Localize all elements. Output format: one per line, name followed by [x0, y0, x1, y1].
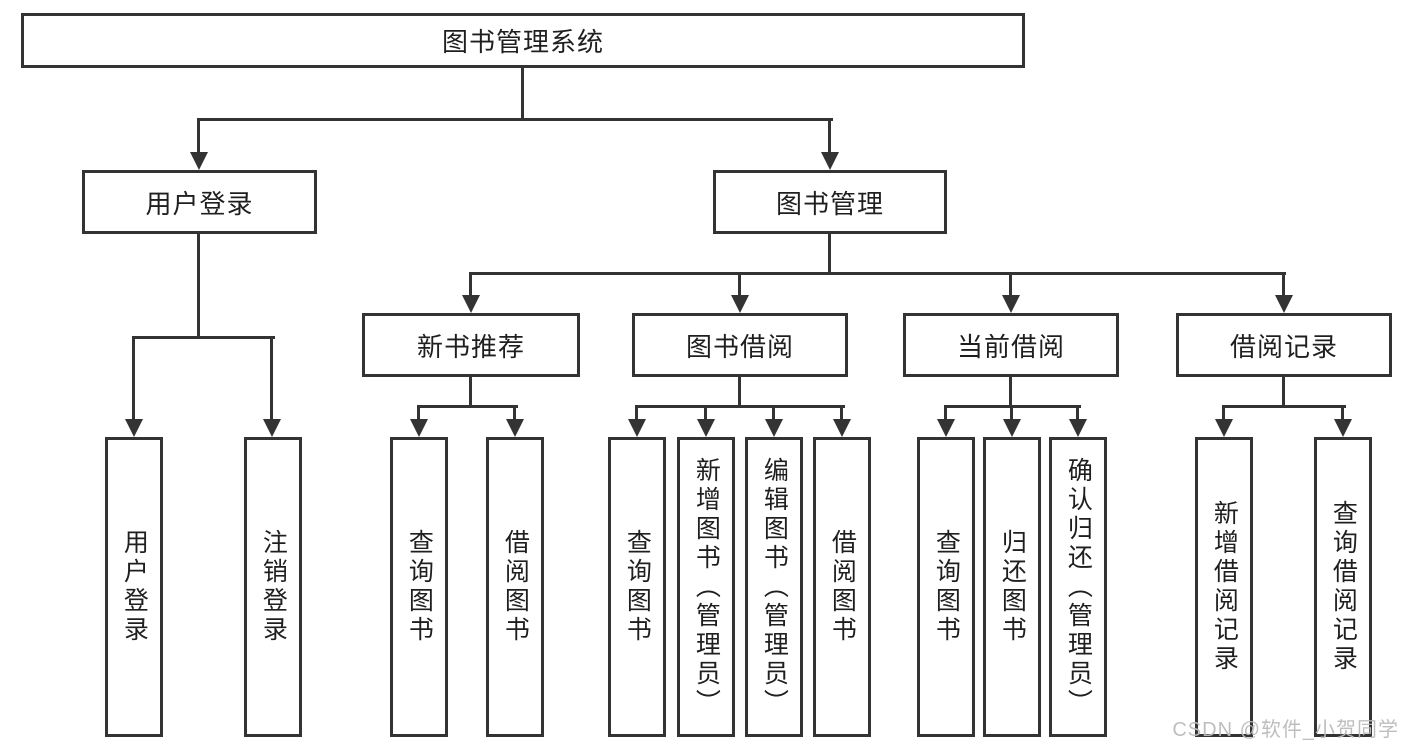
- connector-borrowing-stem: [738, 377, 741, 407]
- node-label: 查询图书: [623, 529, 652, 645]
- connector-records-rail: [1222, 405, 1346, 408]
- leaf-user-login: 用户登录: [105, 437, 163, 737]
- arrow-to-book-borrowing: [731, 272, 749, 313]
- node-label: 图书管理系统: [441, 27, 604, 57]
- arrow-to-leaf-query-books-recommend: [410, 405, 428, 437]
- arrow-to-leaf-query-books-borrowing: [628, 405, 646, 437]
- connector-root-stem: [521, 68, 524, 120]
- arrow-to-leaf-return-books: [1003, 405, 1021, 437]
- leaf-query-books-current: 查询图书: [917, 437, 975, 737]
- arrow-to-leaf-logout: [263, 336, 281, 437]
- csdn-watermark: CSDN @软件_小贺同学: [1172, 719, 1399, 741]
- leaf-edit-books-admin: 编辑图书（管理员）: [745, 437, 803, 737]
- node-current-borrowing: 当前借阅: [903, 313, 1119, 377]
- node-label: 借阅图书: [828, 529, 857, 645]
- arrow-to-user-login: [190, 118, 208, 170]
- node-label: 用户登录: [145, 188, 254, 219]
- leaf-add-books-admin: 新增图书（管理员）: [677, 437, 735, 737]
- leaf-borrow-books-borrowing: 借阅图书: [813, 437, 871, 737]
- node-book-borrowing: 图书借阅: [632, 313, 848, 377]
- node-label: 借阅图书: [501, 529, 530, 645]
- node-label: 用户登录: [120, 529, 149, 645]
- node-label: 查询图书: [405, 529, 434, 645]
- connector-user-login-stem: [197, 234, 200, 338]
- leaf-query-books-borrowing: 查询图书: [608, 437, 666, 737]
- connector-current-stem: [1009, 377, 1012, 407]
- connector-root-rail: [197, 118, 833, 121]
- leaf-logout: 注销登录: [244, 437, 302, 737]
- node-label: 图书借阅: [685, 331, 794, 362]
- node-label: 确认归还（管理员）: [1064, 456, 1093, 718]
- arrow-to-leaf-add-books-admin: [697, 405, 715, 437]
- node-label: 当前借阅: [956, 331, 1065, 362]
- node-label: 查询借阅记录: [1329, 500, 1358, 674]
- node-label: 新增图书（管理员）: [692, 456, 721, 718]
- connector-book-management-rail: [469, 272, 1286, 275]
- arrow-to-leaf-edit-books-admin: [765, 405, 783, 437]
- node-label: 新增借阅记录: [1210, 500, 1239, 674]
- node-label: 新书推荐: [416, 331, 525, 362]
- node-book-management: 图书管理: [713, 170, 947, 234]
- arrow-to-leaf-confirm-return-admin: [1069, 405, 1087, 437]
- connector-recommendation-rail: [417, 405, 518, 408]
- arrow-to-leaf-add-borrow-record: [1215, 405, 1233, 437]
- node-label: 注销登录: [259, 529, 288, 645]
- arrow-to-leaf-query-borrow-record: [1334, 405, 1352, 437]
- node-label: 查询图书: [932, 529, 961, 645]
- node-new-book-recommendation: 新书推荐: [362, 313, 580, 377]
- arrow-to-leaf-user-login: [125, 336, 143, 437]
- node-label: 编辑图书（管理员）: [760, 456, 789, 718]
- arrow-to-current-borrowing: [1002, 272, 1020, 313]
- leaf-add-borrow-record: 新增借阅记录: [1195, 437, 1253, 737]
- leaf-query-borrow-record: 查询借阅记录: [1314, 437, 1372, 737]
- arrow-to-leaf-borrow-books-recommend: [506, 405, 524, 437]
- connector-recommendation-stem: [469, 377, 472, 407]
- connector-user-login-rail: [132, 336, 275, 339]
- leaf-query-books-recommend: 查询图书: [390, 437, 448, 737]
- node-borrowing-records: 借阅记录: [1176, 313, 1392, 377]
- node-label: 归还图书: [998, 529, 1027, 645]
- arrow-to-book-management: [821, 118, 839, 170]
- arrow-to-new-book-recommendation: [462, 272, 480, 313]
- connector-book-management-stem: [828, 234, 831, 274]
- arrow-to-leaf-query-books-current: [937, 405, 955, 437]
- leaf-confirm-return-admin: 确认归还（管理员）: [1049, 437, 1107, 737]
- node-label: 借阅记录: [1229, 331, 1338, 362]
- connector-borrowing-rail: [635, 405, 845, 408]
- leaf-return-books: 归还图书: [983, 437, 1041, 737]
- connector-records-stem: [1282, 377, 1285, 407]
- node-user-login: 用户登录: [82, 170, 317, 234]
- arrow-to-borrowing-records: [1275, 272, 1293, 313]
- leaf-borrow-books-recommend: 借阅图书: [486, 437, 544, 737]
- node-label: 图书管理: [775, 188, 884, 219]
- node-library-management-system: 图书管理系统: [21, 13, 1025, 68]
- arrow-to-leaf-borrow-books-borrowing: [833, 405, 851, 437]
